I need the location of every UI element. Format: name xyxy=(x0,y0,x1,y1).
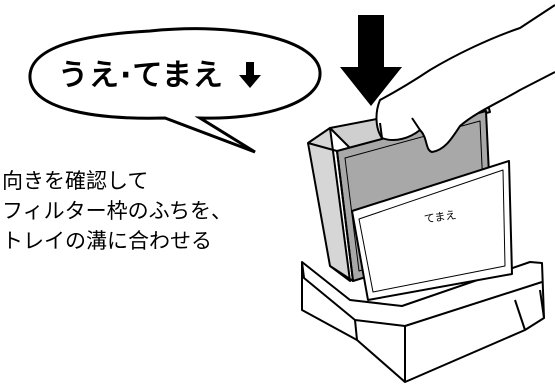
tray xyxy=(301,261,545,383)
instructions: 向きを確認して フィルター枠のふちを、 トレイの溝に合わせる xyxy=(2,166,292,256)
instruction-line: フィルター枠のふちを、 xyxy=(2,199,232,223)
callout-text: うえ·てまえ xyxy=(58,58,224,93)
instruction-line: 向きを確認して xyxy=(2,169,149,193)
callout-label: うえ·てまえ xyxy=(58,56,288,96)
instruction-line: トレイの溝に合わせる xyxy=(2,229,212,253)
insert-direction-arrow-icon xyxy=(340,15,402,106)
filter-sheet xyxy=(351,160,513,301)
down-arrow-icon xyxy=(239,62,262,88)
speech-bubble xyxy=(28,27,322,154)
hand-illustration xyxy=(375,4,555,153)
